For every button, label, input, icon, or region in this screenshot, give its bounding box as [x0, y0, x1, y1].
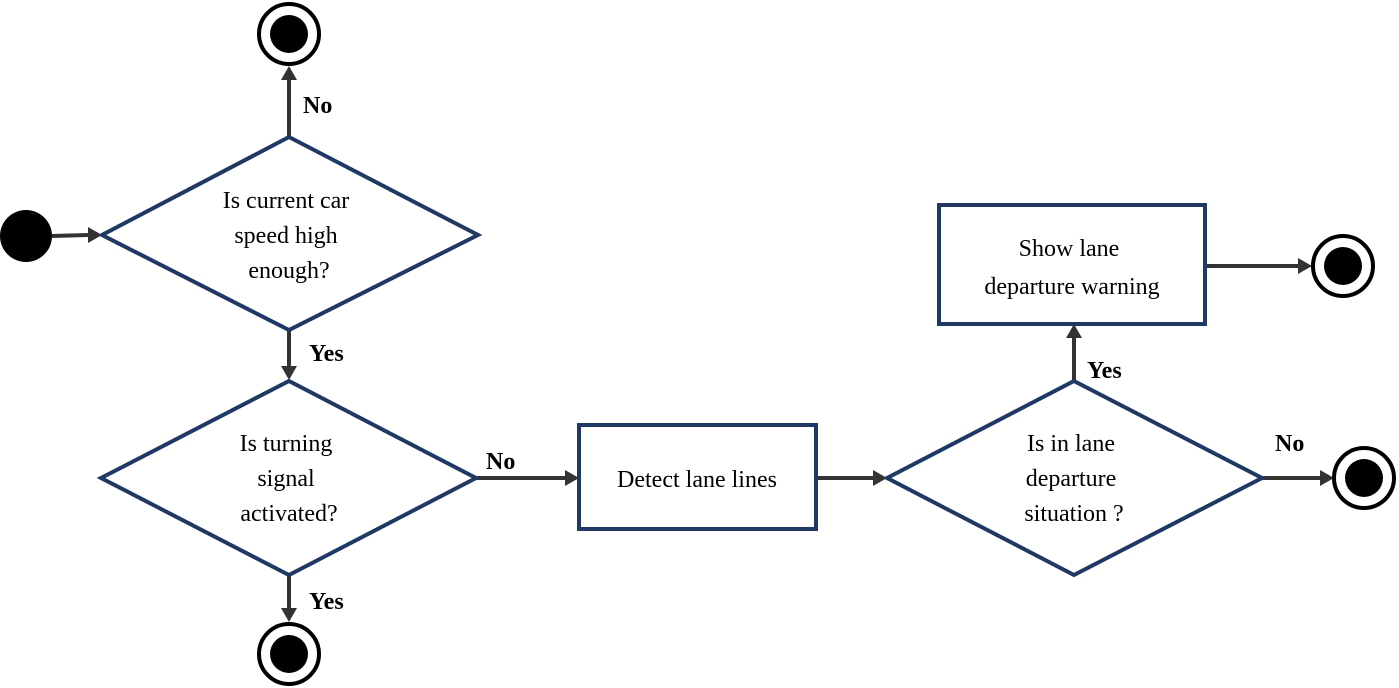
- decision-speed-high: Is current car speed high enough?: [97, 134, 483, 333]
- connector-d2-yes: [281, 575, 297, 622]
- connector-d2-no: [476, 470, 579, 486]
- edge-label-d2-no: No: [486, 449, 515, 475]
- edge-label-d2-yes: Yes: [309, 589, 344, 615]
- decision-lane-departure: Is in lane departure situation ?: [882, 378, 1267, 578]
- connector-d1-yes: [281, 330, 297, 380]
- connector-d3-yes: [1066, 324, 1082, 380]
- end-node-top: [257, 2, 321, 66]
- process-show-warning: Show lane departure warning: [937, 203, 1207, 326]
- edge-label-d1-no: No: [303, 93, 332, 119]
- end-node-bottom: [257, 622, 321, 686]
- process-detect-lane-lines: Detect lane lines: [577, 423, 818, 531]
- connector-start-to-d1: [51, 227, 102, 243]
- end-node-warning: [1311, 234, 1375, 298]
- process-detect-lane-lines-label: Detect lane lines: [617, 467, 777, 493]
- decision-turning-signal: Is turning signal activated?: [96, 378, 481, 578]
- decision-turning-signal-label: Is turning signal activated?: [240, 431, 339, 527]
- decision-speed-high-label: Is current car speed high enough?: [223, 188, 356, 284]
- end-node-right: [1332, 446, 1396, 510]
- edge-label-d1-yes: Yes: [309, 341, 344, 367]
- decision-lane-departure-label: Is in lane departure situation ?: [1024, 431, 1123, 527]
- edge-label-d3-no: No: [1275, 431, 1304, 457]
- process-show-warning-label: Show lane departure warning: [984, 236, 1159, 300]
- connector-d3-no: [1262, 470, 1334, 486]
- edge-label-d3-yes: Yes: [1087, 358, 1122, 384]
- connector-d1-no: [281, 66, 297, 137]
- connector-p1-to-d3: [816, 470, 887, 486]
- start-node: [0, 210, 52, 262]
- connector-p2-to-end: [1205, 258, 1312, 274]
